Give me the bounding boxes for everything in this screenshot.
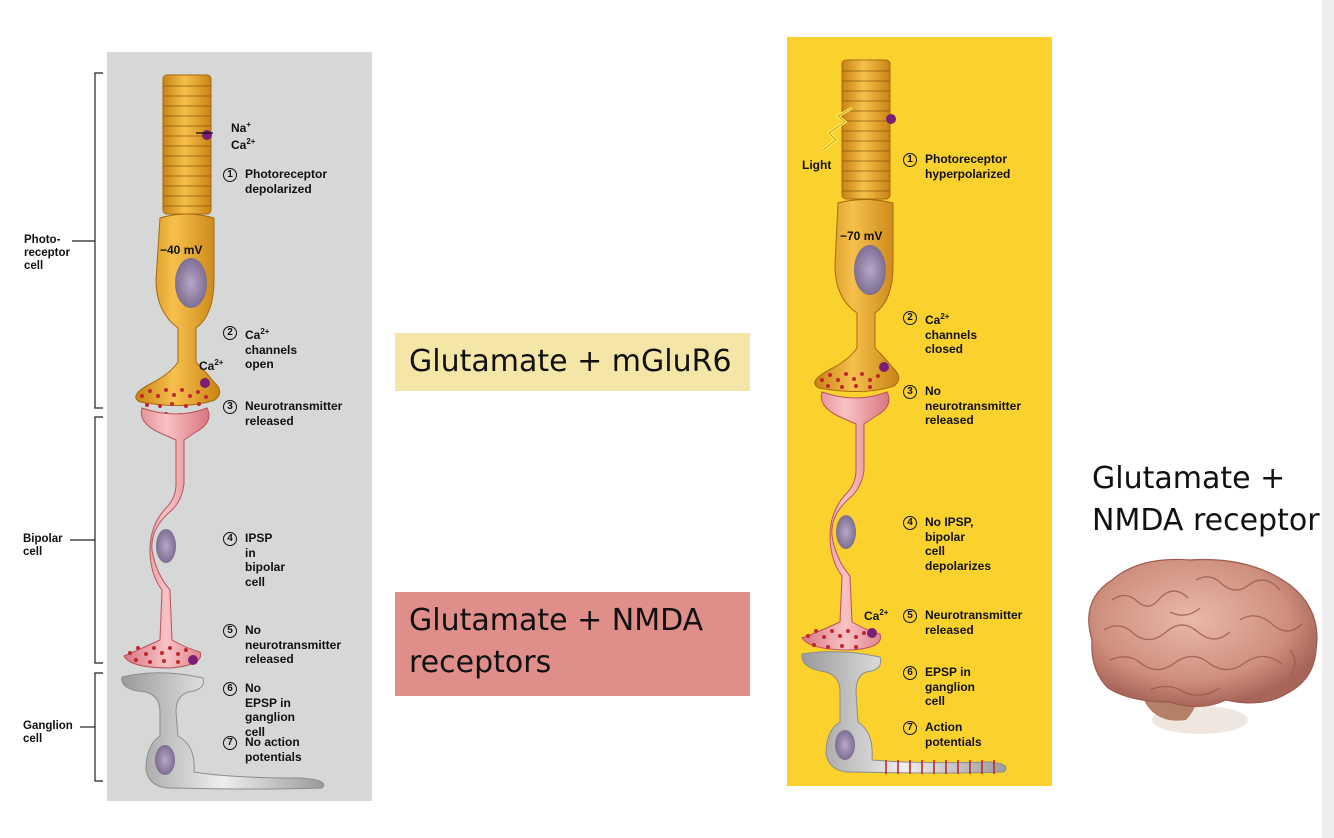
right-synapse-ion-label: Ca2+ [864, 608, 889, 623]
left-membrane-potential: −40 mV [160, 243, 203, 257]
left-ganglion-cell [121, 672, 325, 790]
brain-caption: Glutamate + NMDA receptor [1092, 458, 1328, 542]
bipolar-cell-label: Bipolar cell [23, 533, 63, 558]
left-synapse-ion-label: Ca2+ [199, 358, 224, 373]
left-ion-label: Na+ Ca2+ [231, 120, 256, 152]
brain-caption-text: Glutamate + NMDA receptor [1092, 461, 1320, 538]
nmda-receptors-label-box: Glutamate + NMDA receptors [395, 592, 750, 696]
nmda-receptors-text: Glutamate + NMDA receptors [409, 603, 704, 680]
ganglion-cell-label: Ganglion cell [23, 720, 73, 745]
cell-brackets [70, 72, 103, 782]
right-photoreceptor [814, 59, 900, 393]
photoreceptor-cell-label: Photo- receptor cell [24, 234, 71, 272]
right-membrane-potential: −70 mV [840, 229, 883, 243]
brain-illustration [1088, 558, 1318, 734]
left-bipolar-cell [123, 407, 210, 669]
right-ganglion-cell [801, 651, 1007, 774]
left-photoreceptor [135, 74, 221, 417]
light-label: Light [802, 158, 832, 172]
mglur6-label-box: Glutamate + mGluR6 [395, 333, 750, 391]
slide-edge-strip [1322, 0, 1334, 838]
